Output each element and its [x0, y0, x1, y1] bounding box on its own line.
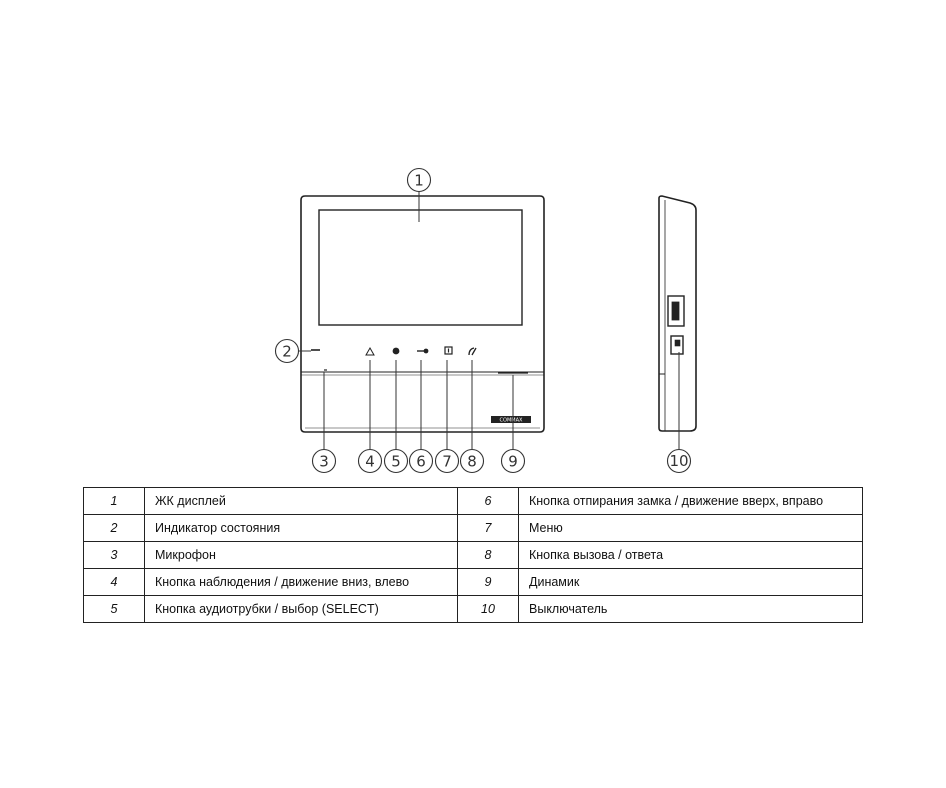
svg-text:2: 2 — [282, 343, 292, 361]
part-number: 6 — [457, 487, 519, 515]
callout-leaders — [299, 192, 680, 449]
part-number: 1 — [83, 487, 145, 515]
callout-7: 7 — [434, 448, 460, 474]
callout-5: 5 — [383, 448, 409, 474]
svg-text:3: 3 — [319, 453, 329, 471]
part-description: Динамик — [518, 568, 863, 596]
side-port — [667, 295, 685, 327]
part-number: 9 — [457, 568, 519, 596]
svg-text:7: 7 — [442, 453, 452, 471]
callout-10: 10 — [666, 448, 692, 474]
menu-icon — [444, 346, 453, 355]
lcd-screen — [318, 209, 523, 326]
monitor-front-view — [300, 195, 545, 433]
callout-9: 9 — [500, 448, 526, 474]
table-row: 1 ЖК дисплей 6 Кнопка отпирания замка / … — [83, 487, 863, 515]
part-description: Кнопка наблюдения / движение вниз, влево — [144, 568, 458, 596]
svg-text:9: 9 — [508, 453, 518, 471]
part-description: Микрофон — [144, 541, 458, 569]
callout-1: 1 — [406, 167, 432, 193]
parts-legend-table: 1 ЖК дисплей 6 Кнопка отпирания замка / … — [83, 487, 863, 623]
part-number: 10 — [457, 595, 519, 623]
part-description: Кнопка вызова / ответа — [518, 541, 863, 569]
monitor-icon — [365, 346, 375, 356]
part-number: 5 — [83, 595, 145, 623]
key-icon — [417, 348, 429, 354]
part-description: Меню — [518, 514, 863, 542]
callout-6: 6 — [408, 448, 434, 474]
brand-logo: COMMAX — [491, 416, 531, 424]
part-description: Выключатель — [518, 595, 863, 623]
svg-text:8: 8 — [467, 453, 477, 471]
part-number: 4 — [83, 568, 145, 596]
monitor-side-view — [658, 195, 697, 432]
part-description: Индикатор состояния — [144, 514, 458, 542]
part-number: 8 — [457, 541, 519, 569]
part-number: 2 — [83, 514, 145, 542]
call-icon — [468, 347, 477, 356]
svg-text:10: 10 — [669, 452, 688, 470]
callout-8: 8 — [459, 448, 485, 474]
table-row: 5 Кнопка аудиотрубки / выбор (SELECT) 10… — [83, 595, 863, 623]
part-number: 3 — [83, 541, 145, 569]
part-number: 7 — [457, 514, 519, 542]
svg-text:5: 5 — [391, 453, 401, 471]
power-switch — [670, 335, 684, 355]
table-row: 2 Индикатор состояния 7 Меню — [83, 514, 863, 542]
device-diagram: COMMAX 1 2 3 4 5 6 7 8 9 10 — [274, 167, 697, 474]
svg-text:6: 6 — [416, 453, 426, 471]
part-description: Кнопка отпирания замка / движение вверх,… — [518, 487, 863, 515]
svg-text:1: 1 — [414, 172, 424, 190]
table-row: 4 Кнопка наблюдения / движение вниз, вле… — [83, 568, 863, 596]
callout-4: 4 — [357, 448, 383, 474]
part-description: Кнопка аудиотрубки / выбор (SELECT) — [144, 595, 458, 623]
table-row: 3 Микрофон 8 Кнопка вызова / ответа — [83, 541, 863, 569]
part-description: ЖК дисплей — [144, 487, 458, 515]
svg-text:4: 4 — [365, 453, 375, 471]
handset-icon — [392, 347, 400, 355]
callout-2: 2 — [274, 338, 300, 364]
svg-text:COMMAX: COMMAX — [500, 418, 523, 424]
callout-3: 3 — [311, 448, 337, 474]
